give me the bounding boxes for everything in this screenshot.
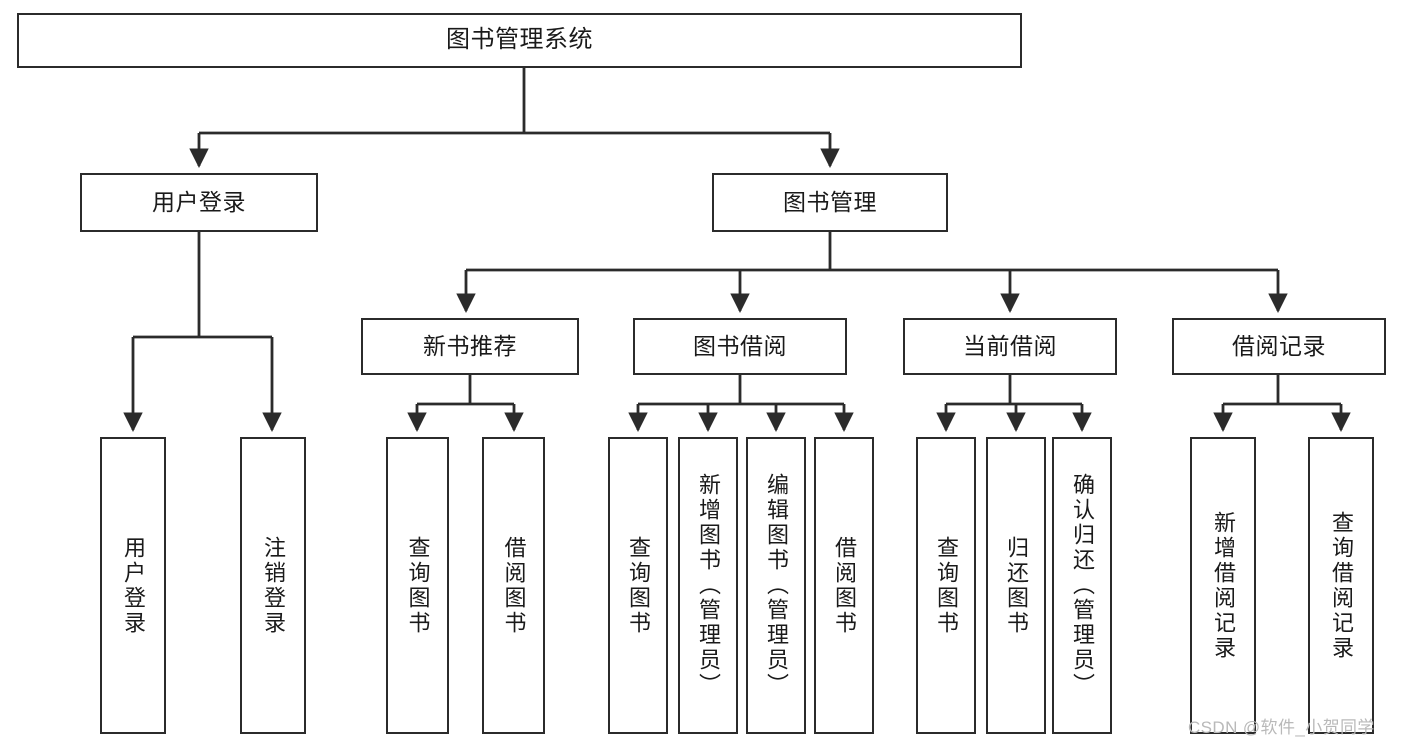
node-current-borrow[interactable]: 当前借阅 bbox=[903, 318, 1117, 375]
node-leaf-user-login[interactable]: 用户登录 bbox=[100, 437, 166, 734]
node-leaf-query-book-rec-label: 查询图书 bbox=[405, 535, 431, 636]
node-leaf-query-book-cur-label: 查询图书 bbox=[934, 535, 959, 636]
node-leaf-borrow-book[interactable]: 借阅图书 bbox=[814, 437, 874, 734]
node-leaf-borrow-book-rec[interactable]: 借阅图书 bbox=[482, 437, 545, 734]
node-leaf-edit-book-label: 编辑图书（管理员） bbox=[764, 473, 789, 698]
node-borrow-record[interactable]: 借阅记录 bbox=[1172, 318, 1386, 375]
book-manage-connectors bbox=[456, 232, 1288, 313]
node-leaf-add-record-label: 新增借阅记录 bbox=[1211, 510, 1236, 661]
borrow-record-connectors bbox=[1213, 375, 1351, 432]
new-book-rec-connectors bbox=[407, 375, 524, 432]
node-book-borrow[interactable]: 图书借阅 bbox=[633, 318, 847, 375]
node-new-book-rec[interactable]: 新书推荐 bbox=[361, 318, 579, 375]
node-user-login-label: 用户登录 bbox=[152, 188, 246, 215]
node-leaf-query-record-label: 查询借阅记录 bbox=[1329, 510, 1354, 661]
node-leaf-edit-book[interactable]: 编辑图书（管理员） bbox=[746, 437, 806, 734]
node-leaf-borrow-book-rec-label: 借阅图书 bbox=[501, 535, 527, 636]
node-leaf-query-book-label: 查询图书 bbox=[626, 535, 651, 636]
node-leaf-query-book-rec[interactable]: 查询图书 bbox=[386, 437, 449, 734]
current-borrow-connectors bbox=[936, 375, 1092, 432]
node-root[interactable]: 图书管理系统 bbox=[17, 13, 1022, 68]
node-leaf-add-record[interactable]: 新增借阅记录 bbox=[1190, 437, 1256, 734]
node-user-login[interactable]: 用户登录 bbox=[80, 173, 318, 232]
root-connectors bbox=[189, 68, 840, 168]
node-leaf-query-book-cur[interactable]: 查询图书 bbox=[916, 437, 976, 734]
node-leaf-query-record[interactable]: 查询借阅记录 bbox=[1308, 437, 1374, 734]
node-book-manage[interactable]: 图书管理 bbox=[712, 173, 948, 232]
node-leaf-add-book[interactable]: 新增图书（管理员） bbox=[678, 437, 738, 734]
node-leaf-return-book-label: 归还图书 bbox=[1004, 535, 1029, 636]
node-leaf-confirm-return-label: 确认归还（管理员） bbox=[1070, 473, 1095, 698]
node-leaf-user-login-label: 用户登录 bbox=[121, 535, 146, 636]
node-book-manage-label: 图书管理 bbox=[783, 188, 877, 215]
node-leaf-user-logout-label: 注销登录 bbox=[261, 535, 286, 636]
node-leaf-borrow-book-label: 借阅图书 bbox=[832, 535, 857, 636]
node-leaf-return-book[interactable]: 归还图书 bbox=[986, 437, 1046, 734]
user-login-connectors bbox=[123, 232, 282, 432]
node-root-label: 图书管理系统 bbox=[446, 26, 593, 54]
node-leaf-query-book[interactable]: 查询图书 bbox=[608, 437, 668, 734]
node-book-borrow-label: 图书借阅 bbox=[693, 332, 787, 359]
book-borrow-connectors bbox=[628, 375, 854, 432]
node-leaf-user-logout[interactable]: 注销登录 bbox=[240, 437, 306, 734]
node-new-book-rec-label: 新书推荐 bbox=[423, 332, 517, 359]
node-borrow-record-label: 借阅记录 bbox=[1232, 332, 1326, 359]
node-current-borrow-label: 当前借阅 bbox=[963, 332, 1057, 359]
node-leaf-add-book-label: 新增图书（管理员） bbox=[696, 473, 721, 698]
node-leaf-confirm-return[interactable]: 确认归还（管理员） bbox=[1052, 437, 1112, 734]
